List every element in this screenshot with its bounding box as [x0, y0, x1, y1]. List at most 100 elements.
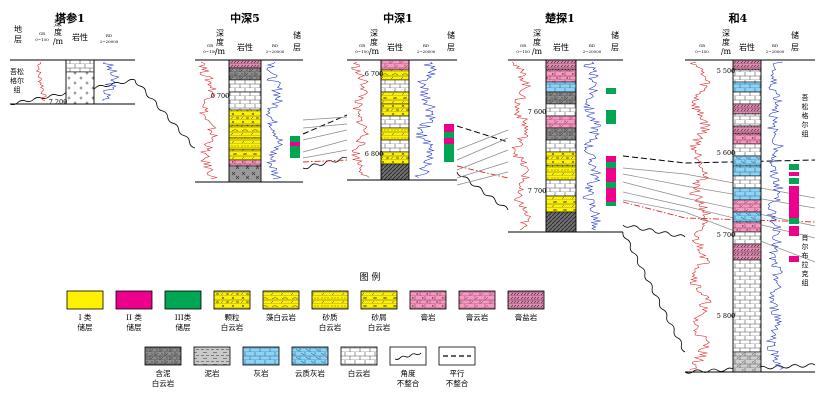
- legend-swatch: [291, 346, 329, 366]
- formation-label: 格尔: [10, 76, 24, 85]
- gr-curve: [689, 61, 712, 370]
- depth-label: 5 500: [717, 67, 736, 75]
- depth-label: 6 700: [365, 70, 384, 78]
- header-depth: 深: [533, 29, 541, 38]
- lithology-bed: [228, 109, 262, 127]
- lithology-bed: [65, 59, 95, 73]
- legend-label: 砂屑: [372, 312, 387, 322]
- header-rd-range: 2~20000: [100, 39, 119, 44]
- header-lithology: 岩性: [387, 42, 403, 52]
- legend-item-class1: I 类储层: [66, 290, 104, 332]
- well-name: 和4: [729, 11, 748, 25]
- lithology-bed: [228, 137, 262, 151]
- header-reservoir: 层: [293, 43, 301, 52]
- lithology-bed: [732, 199, 762, 213]
- legend-label: 膏云岩: [466, 312, 489, 322]
- lithology-bed: [228, 91, 262, 111]
- gr-curve: [35, 61, 47, 102]
- reservoir-interval: [606, 156, 616, 162]
- legend-label: 颗粒: [225, 312, 240, 322]
- formation-label: 组: [14, 85, 21, 94]
- rd-curve: [102, 61, 120, 102]
- header-reservoir: 储: [611, 30, 619, 40]
- reservoir-interval: [444, 124, 454, 132]
- legend-item-dolomite: 白云岩: [340, 346, 378, 378]
- lithology-bed: [545, 195, 577, 213]
- header-stratum: 层: [14, 35, 22, 44]
- lithology-bed: [380, 91, 410, 105]
- lithology-bed: [732, 69, 762, 83]
- legend-label: 泥岩: [205, 368, 220, 378]
- well-name: 中深5: [230, 11, 260, 25]
- header-rd-range: 2~20000: [266, 49, 285, 54]
- depth-label: 6 700: [211, 92, 230, 100]
- lithology-bed: [732, 243, 762, 261]
- well-name: 楚探1: [545, 11, 575, 25]
- legend-swatch: [360, 290, 398, 310]
- reservoir-interval: [290, 146, 300, 158]
- legend-label: 白云岩: [368, 322, 391, 332]
- legend-label: 不整合: [397, 378, 420, 388]
- header-depth: 深: [370, 29, 378, 38]
- lithology-bed: [732, 187, 762, 201]
- header-rd-range: 2~20000: [766, 49, 785, 54]
- legend-label: III类: [175, 312, 192, 322]
- legend-item-gypsum-salt: 膏盐岩: [507, 290, 545, 322]
- legend-item-gypsum: 膏岩: [409, 290, 447, 322]
- lithology-bed: [545, 81, 577, 93]
- lithology-column: [732, 59, 762, 373]
- lithology-bed: [228, 67, 262, 81]
- legend-swatch: [458, 290, 496, 310]
- well-name: 中深1: [383, 11, 413, 25]
- lithology-bed: [545, 91, 577, 105]
- legend: 图 例 I 类储层II 类储层III类储层颗粒白云岩藻白云岩砂质白云岩砂屑白云岩…: [66, 271, 545, 388]
- header-rd: RD: [589, 43, 595, 48]
- lithology-column: [65, 59, 95, 105]
- formation-label: 肖: [802, 233, 809, 242]
- header-depth: 度: [370, 37, 378, 47]
- legend-item-dolomitic-limestone: 云质灰岩: [291, 346, 329, 378]
- lithology-bed: [732, 221, 762, 233]
- header-depth-unit: /m: [53, 37, 64, 46]
- formation-label: 布: [802, 251, 809, 260]
- lithology-bed: [732, 91, 762, 105]
- legend-label: 云质灰岩: [295, 368, 325, 378]
- lithology-bed: [732, 155, 762, 167]
- legend-label: I 类: [79, 312, 92, 322]
- lithology-bed: [545, 151, 577, 167]
- header-rd: RD: [272, 43, 278, 48]
- lithology-bed: [228, 125, 262, 139]
- legend-label: 白云岩: [319, 322, 342, 332]
- legend-item-gypsum-dolomite: 膏云岩: [458, 290, 496, 322]
- rd-curve: [582, 61, 602, 231]
- header-reservoir: 层: [791, 43, 799, 52]
- legend-label: II 类: [126, 312, 142, 322]
- formation-label: 吾: [802, 94, 809, 102]
- header-reservoir: 储: [293, 30, 301, 40]
- header-depth: 度: [54, 27, 62, 37]
- legend-label: 藻白云岩: [266, 312, 296, 322]
- reservoir-interval: [789, 226, 799, 236]
- header-gr: GR: [699, 43, 706, 48]
- formation-label: 组: [802, 129, 809, 138]
- header-lithology: 岩性: [553, 42, 569, 52]
- rd-curve: [265, 61, 284, 180]
- lithology-bed: [380, 79, 410, 93]
- legend-label: 灰岩: [254, 368, 269, 378]
- legend-swatch: [66, 290, 104, 310]
- reservoir-interval: [789, 178, 799, 184]
- legend-label: 角度: [401, 368, 416, 378]
- lithology-bed: [228, 159, 262, 167]
- header-reservoir: 储: [791, 30, 799, 40]
- header-stratum: 地: [14, 24, 22, 34]
- reservoir-interval: [789, 164, 799, 170]
- lithology-bed: [545, 115, 577, 129]
